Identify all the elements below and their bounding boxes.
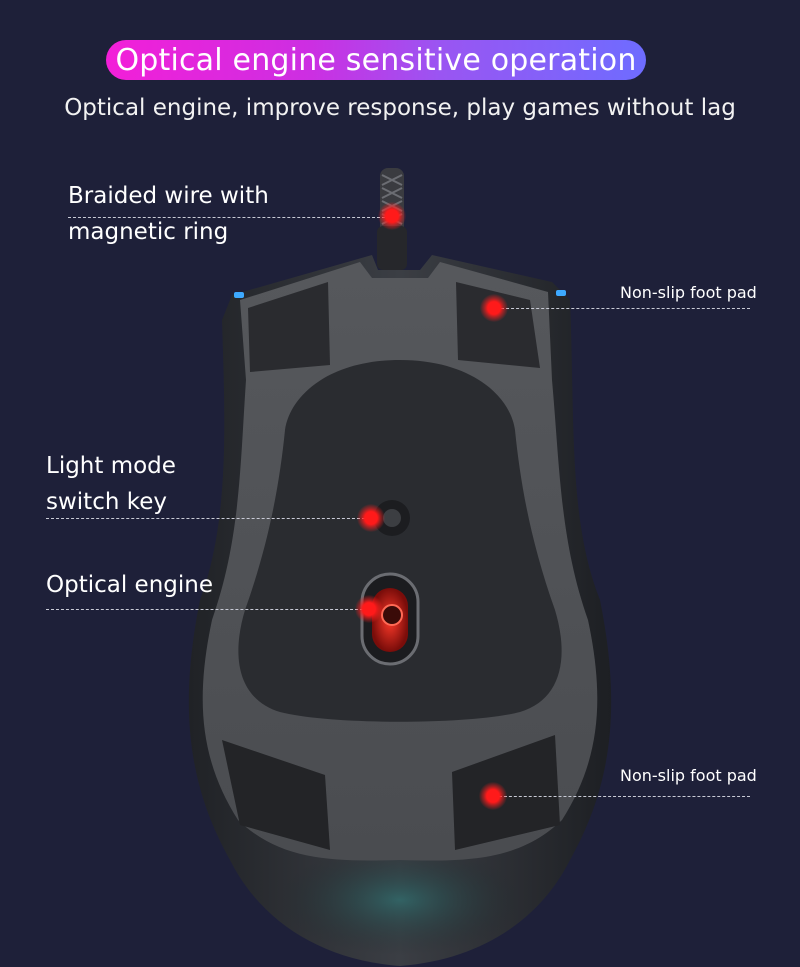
- foot-pad-bottom-left: [222, 740, 330, 850]
- marker-braided-wire: [378, 202, 406, 230]
- callout-light-mode-line2: switch key: [46, 489, 167, 515]
- callout-light-mode-line: [46, 518, 370, 519]
- callout-foot-pad-bottom-line: [494, 796, 750, 797]
- callout-braided-wire-line: [68, 217, 390, 218]
- callout-light-mode: Light mode switch key: [46, 448, 176, 520]
- callout-braided-wire: Braided wire with magnetic ring: [68, 178, 269, 250]
- callout-optical-engine: Optical engine: [46, 572, 213, 598]
- marker-light-mode: [357, 504, 385, 532]
- page-title: Optical engine sensitive operation: [115, 42, 637, 78]
- marker-foot-pad-top: [480, 294, 508, 322]
- callout-foot-pad-bottom: Non-slip foot pad: [620, 766, 757, 785]
- callout-braided-wire-line1: Braided wire with: [68, 183, 269, 209]
- callout-light-mode-line1: Light mode: [46, 453, 176, 479]
- foot-pad-top-left: [248, 282, 330, 372]
- callout-braided-wire-line2: magnetic ring: [68, 219, 229, 245]
- callout-foot-pad-top: Non-slip foot pad: [620, 283, 757, 302]
- page-subtitle: Optical engine, improve response, play g…: [64, 95, 736, 121]
- callout-foot-pad-top-line: [496, 308, 750, 309]
- marker-optical-engine: [355, 595, 383, 623]
- center-glide-area: [238, 360, 562, 722]
- title-banner: Optical engine sensitive operation: [106, 40, 646, 80]
- callout-optical-engine-line: [46, 609, 368, 610]
- foot-pad-top-right: [456, 282, 540, 368]
- marker-foot-pad-bottom: [479, 782, 507, 810]
